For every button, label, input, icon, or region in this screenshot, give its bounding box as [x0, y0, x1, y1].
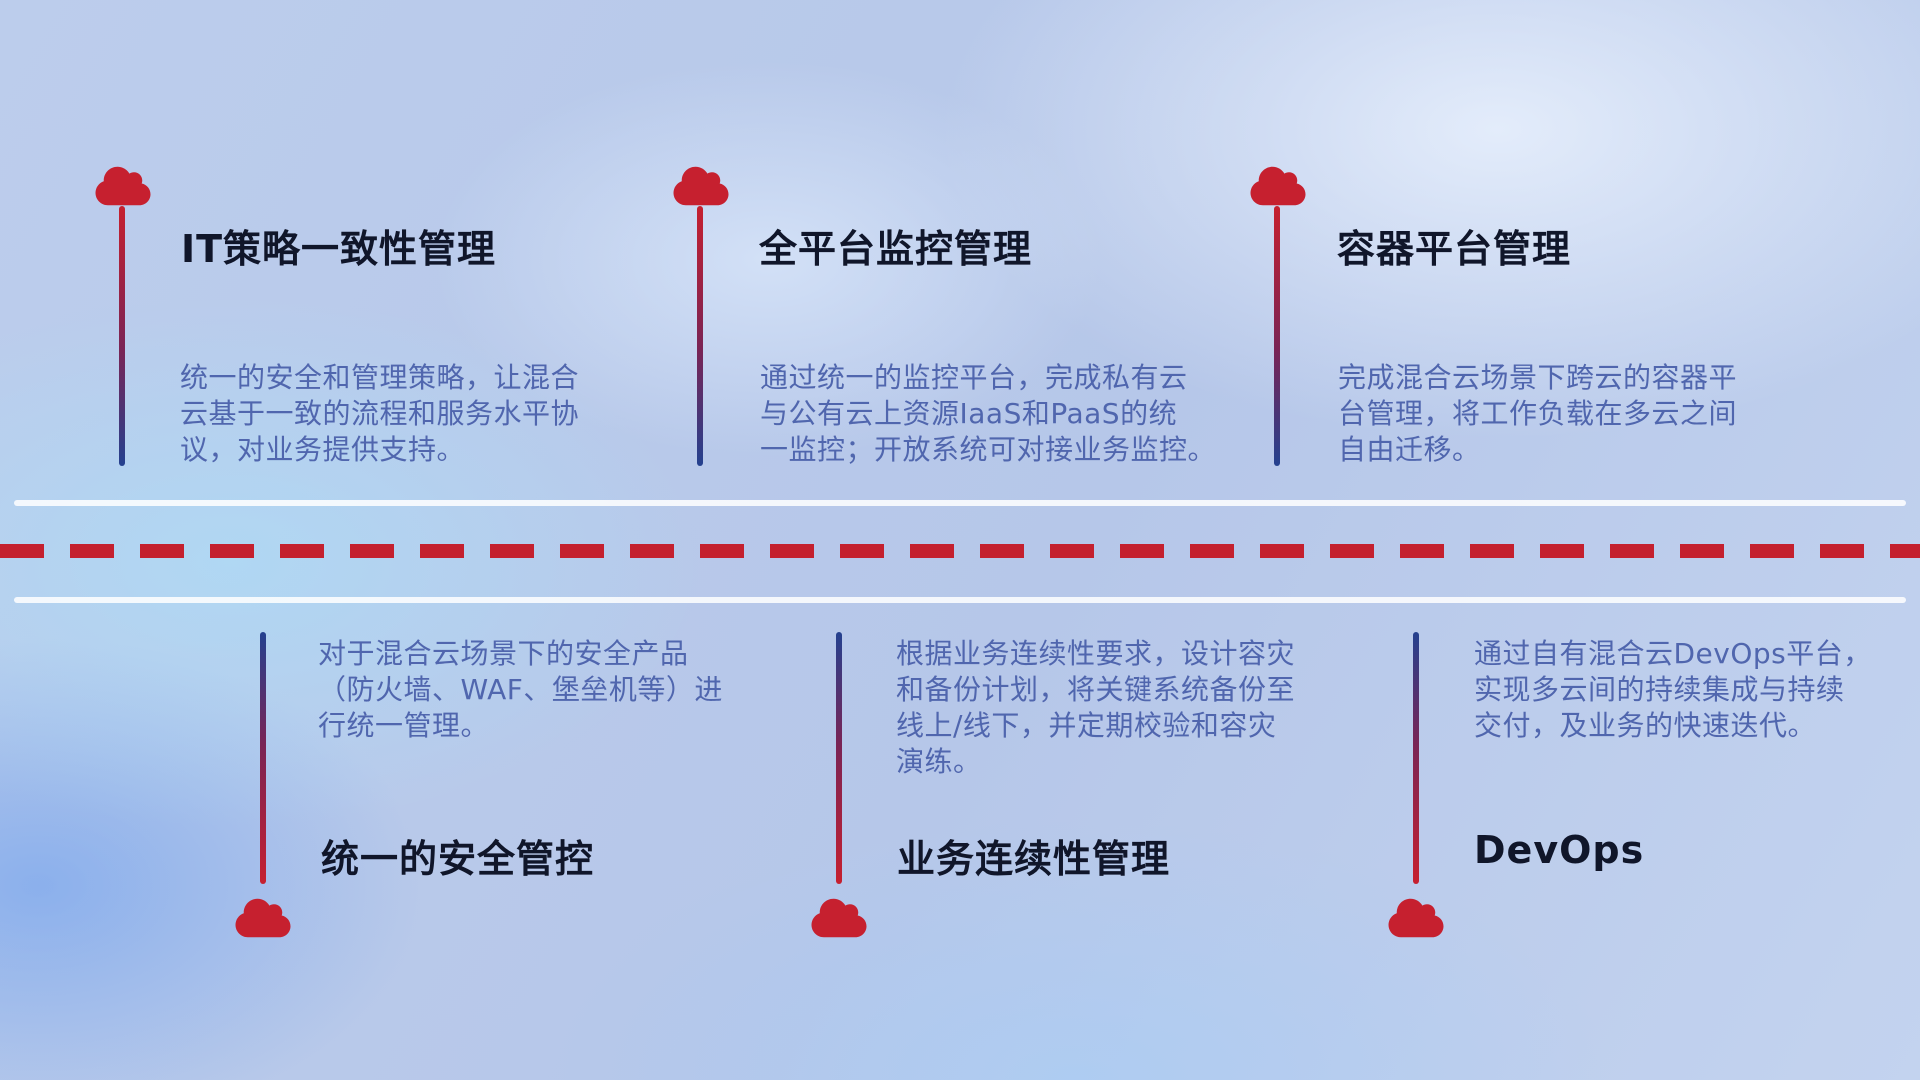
cloud-icon: [234, 896, 292, 940]
timeline-rail-bottom: [14, 597, 1906, 603]
connector-line: [260, 632, 266, 884]
item-title-security: 统一的安全管控: [321, 837, 595, 881]
timeline-rail-top: [14, 500, 1906, 506]
connector-line: [1274, 206, 1280, 466]
item-description-business-continuity: 根据业务连续性要求，设计容灾 和备份计划，将关键系统备份至 线上/线下，并定期校…: [896, 637, 1296, 778]
item-description-security: 对于混合云场景下的安全产品 （防火墙、WAF、堡垒机等）进 行统一管理。: [318, 637, 723, 742]
item-title-devops: DevOps: [1474, 828, 1645, 872]
item-title-business-continuity: 业务连续性管理: [897, 837, 1171, 881]
cloud-icon: [810, 896, 868, 940]
connector-line: [697, 206, 703, 466]
cloud-icon: [1387, 896, 1445, 940]
item-title-it-policy: IT策略一致性管理: [181, 227, 497, 271]
item-title-container-platform: 容器平台管理: [1337, 227, 1572, 271]
item-description-monitoring: 通过统一的监控平台，完成私有云 与公有云上资源IaaS和PaaS的统 一监控；开…: [760, 361, 1217, 466]
cloud-icon: [672, 164, 730, 208]
item-description-it-policy: 统一的安全和管理策略，让混合 云基于一致的流程和服务水平协 议，对业务提供支持。: [180, 361, 580, 466]
item-description-devops: 通过自有混合云DevOps平台， 实现多云间的持续集成与持续 交付，及业务的快速…: [1474, 637, 1872, 742]
item-description-container-platform: 完成混合云场景下跨云的容器平 台管理，将工作负载在多云之间 自由迁移。: [1338, 361, 1738, 466]
cloud-icon: [1249, 164, 1307, 208]
timeline-dashed-line: [0, 544, 1920, 558]
item-title-monitoring: 全平台监控管理: [759, 227, 1033, 271]
connector-line: [1413, 632, 1419, 884]
connector-line: [119, 206, 125, 466]
connector-line: [836, 632, 842, 884]
cloud-icon: [94, 164, 152, 208]
